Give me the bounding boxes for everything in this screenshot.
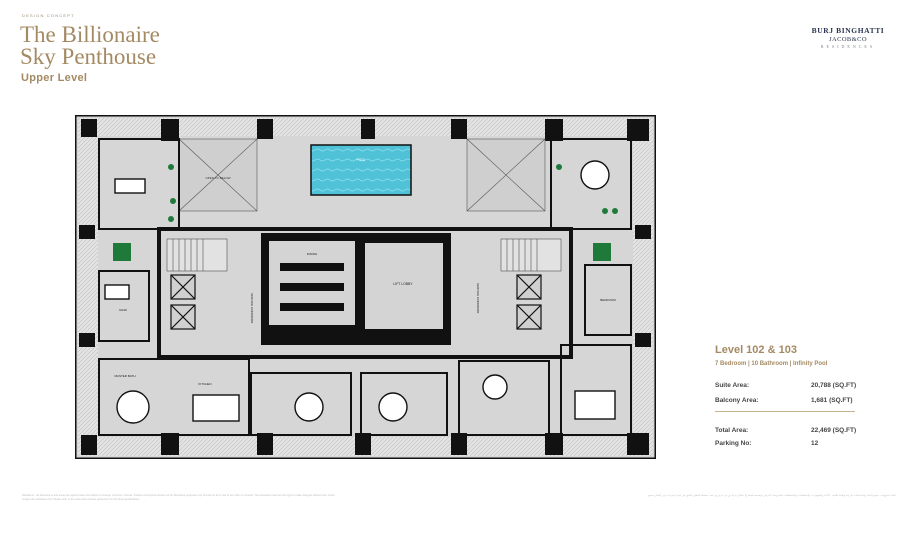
dining-label: DINING <box>307 252 318 256</box>
elevators <box>170 274 542 330</box>
plants <box>113 164 618 261</box>
balcony-left <box>78 118 98 456</box>
parking-value: 12 <box>811 440 819 447</box>
maid-label: MAID <box>119 308 127 312</box>
open-to-below-label: OPEN TO BELOW <box>205 176 230 180</box>
parking-row: Parking No: 12 <box>715 440 875 447</box>
brand-logo: BURJ BINGHATTI JACOB&CO RESIDENCES <box>806 26 890 49</box>
furniture <box>104 160 616 424</box>
stairs-left <box>166 238 228 272</box>
page-title: The Billionaire Sky Penthouse <box>20 22 160 69</box>
divider <box>715 411 855 412</box>
parking-label: Parking No: <box>715 440 752 447</box>
balcony-area-value: 1,681 (SQ.FT) <box>811 397 853 404</box>
master-bath-label: MASTER BATH <box>114 374 135 378</box>
pool <box>310 144 412 196</box>
disclaimer-english: Disclaimer - All dimensions and areas ar… <box>22 494 336 502</box>
unit-info-panel: Level 102 & 103 7 Bedroom | 10 Bathroom … <box>715 344 875 447</box>
brand-line-1: BURJ BINGHATTI <box>811 26 885 35</box>
design-concept-label: DESIGN CONCEPT <box>22 13 75 18</box>
page-subtitle: Upper Level <box>21 72 88 84</box>
lift-lobby <box>365 243 443 329</box>
unit-description: 7 Bedroom | 10 Bathroom | Infinity Pool <box>715 361 828 367</box>
brand-line-3: RESIDENCES <box>820 44 876 49</box>
balcony-area-row: Balcony Area: 1,681 (SQ.FT) <box>715 397 875 404</box>
structural-columns <box>79 119 651 455</box>
pool-label: POOL <box>357 158 366 162</box>
service-corridor-right: SERVICE CORRIDOR <box>476 283 480 314</box>
suite-area-value: 20,788 (SQ.FT) <box>811 382 857 389</box>
kitchen-label: KITCHEN <box>198 382 211 386</box>
title-line-2: Sky Penthouse <box>20 44 157 69</box>
disclaimer-arabic: إخلاء مسؤولية - جميع الأبعاد والمساحات ت… <box>646 494 896 497</box>
core-wall <box>157 227 573 359</box>
balcony-area-label: Balcony Area: <box>715 397 759 404</box>
suite-area-label: Suite Area: <box>715 382 750 389</box>
balcony-right <box>633 118 653 456</box>
brand-line-2: JACOB&CO <box>829 36 867 43</box>
stairs-right <box>500 238 562 272</box>
total-area-label: Total Area: <box>715 427 749 434</box>
total-area-value: 22,469 (SQ.FT) <box>811 427 857 434</box>
level-heading: Level 102 & 103 <box>715 344 797 356</box>
title-line-1: The Billionaire <box>20 22 160 47</box>
lift-lobby-label: LIFT LOBBY <box>393 282 413 286</box>
floor-plan: OPEN TO BELOW POOL LIFT LOBBY DINING SER… <box>75 115 656 459</box>
room-walls <box>98 138 632 436</box>
dining-tables <box>280 263 344 311</box>
service-corridor-left: SERVICE CORRIDOR <box>250 293 254 324</box>
bedroom-label: BEDROOM <box>600 298 616 302</box>
suite-area-row: Suite Area: 20,788 (SQ.FT) <box>715 382 875 389</box>
total-area-row: Total Area: 22,469 (SQ.FT) <box>715 427 875 434</box>
